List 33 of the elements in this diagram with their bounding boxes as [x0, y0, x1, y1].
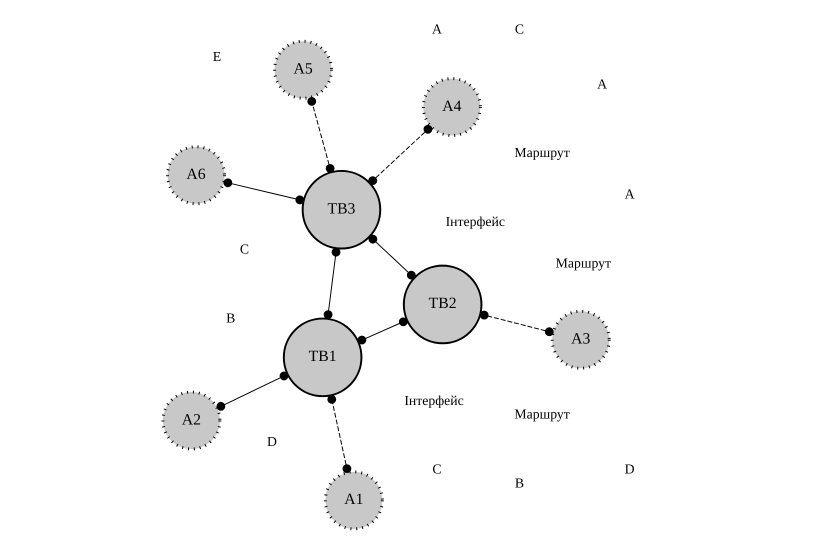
node-circle: A6 — [166, 145, 226, 206]
label: C — [239, 242, 249, 257]
node-circle: A1 — [323, 470, 384, 530]
connector — [216, 372, 288, 411]
node-circle: TB2 — [402, 264, 482, 344]
label: Маршрут — [514, 406, 570, 422]
node-circle: TB1 — [282, 318, 362, 398]
label: B — [514, 475, 524, 490]
label: Інтерфейс — [404, 392, 464, 408]
connector — [368, 234, 416, 280]
label: E — [212, 48, 221, 64]
node-circle: A5 — [272, 40, 333, 100]
node-circle: A3 — [550, 310, 610, 370]
label: Маршрут — [514, 145, 570, 160]
connector — [222, 178, 304, 204]
node-circle: TB3 — [301, 170, 381, 250]
connector — [326, 394, 351, 474]
connector — [479, 310, 554, 336]
label: D — [624, 462, 634, 477]
connector — [368, 124, 432, 186]
label: A — [596, 76, 607, 92]
label: Інтерфейс — [445, 214, 505, 229]
connector — [306, 96, 334, 173]
label: A — [624, 186, 634, 202]
connector — [323, 248, 340, 320]
label: C — [432, 462, 442, 477]
label: Маршрут — [555, 255, 611, 270]
label: C — [514, 21, 524, 36]
node-circle: A2 — [160, 390, 221, 450]
label: B — [226, 310, 235, 326]
label: A — [432, 21, 442, 36]
label: D — [266, 434, 276, 450]
connector — [356, 317, 408, 344]
